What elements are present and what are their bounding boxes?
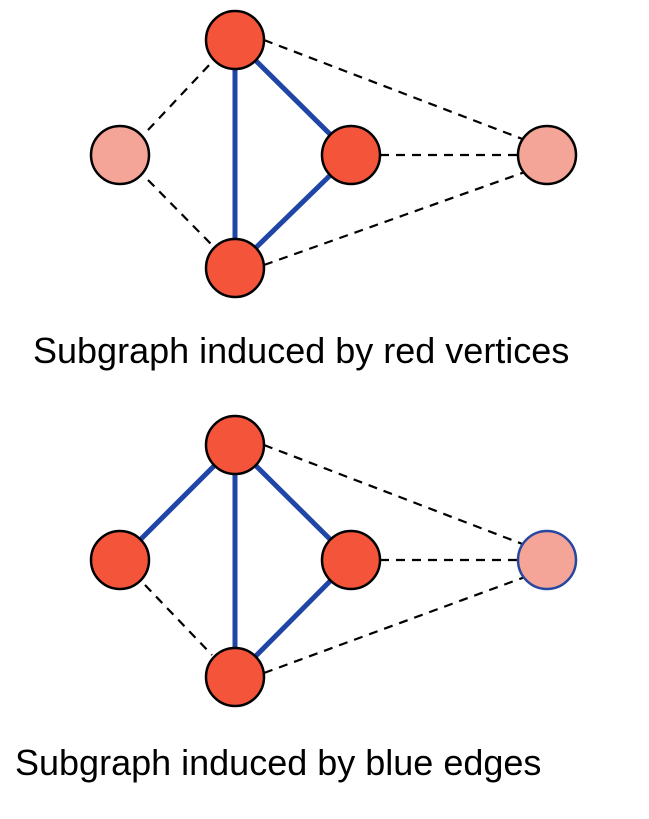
edge-bottom-right	[263, 170, 526, 267]
edge-left-bottom	[147, 179, 213, 246]
edge-left-top	[147, 61, 213, 131]
edge-top-right	[263, 38, 526, 142]
vertex-right	[516, 529, 578, 591]
edge-top-right	[263, 443, 526, 547]
edge-bottom-right	[263, 575, 526, 675]
vertex-left	[89, 529, 151, 591]
edge-left-bottom	[144, 584, 213, 656]
vertex-bottom	[204, 646, 266, 708]
caption-red-vertices: Subgraph induced by red vertices	[33, 330, 570, 371]
vertex-left	[89, 124, 151, 186]
vertex-middle	[320, 529, 382, 591]
graph-red-vertices	[89, 9, 578, 299]
vertex-middle	[320, 124, 382, 186]
caption-blue-edges: Subgraph induced by blue edges	[15, 742, 542, 783]
vertex-bottom	[204, 237, 266, 299]
graph-blue-edges	[89, 414, 578, 708]
vertex-top	[204, 9, 266, 71]
vertex-top	[204, 414, 266, 476]
vertex-right	[516, 124, 578, 186]
